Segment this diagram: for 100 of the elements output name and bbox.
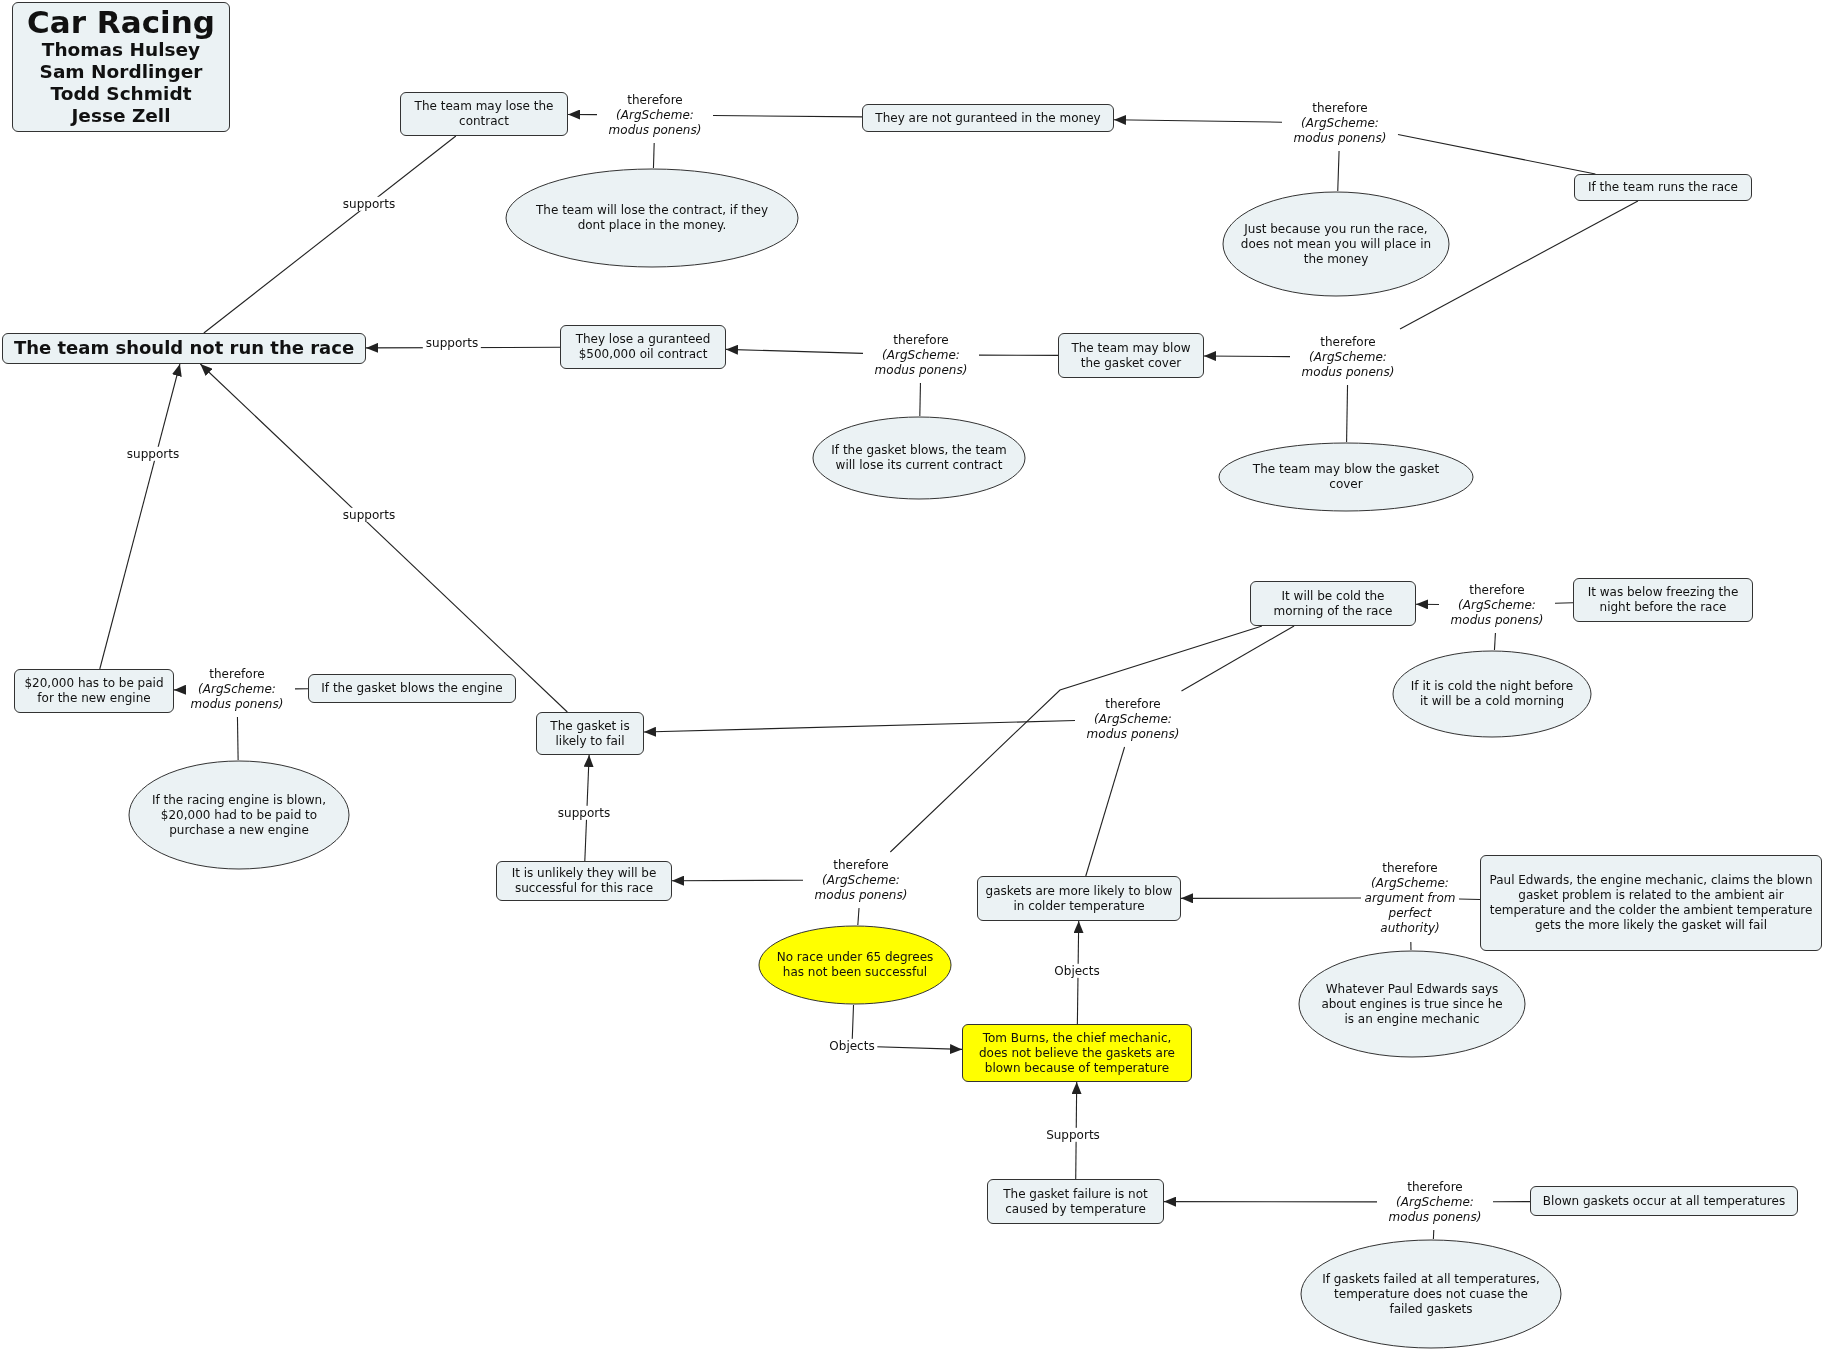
title-text: Car Racing: [27, 6, 215, 39]
claim-box: [1250, 581, 1416, 626]
connector-line: [1410, 941, 1412, 951]
scheme-text: (ArgScheme: modus ponens): [1449, 597, 1545, 628]
connector-line: [1085, 746, 1126, 877]
node-text: The gasket is likely to fail: [549, 718, 631, 749]
node-text: The gasket failure is not caused by temperature: [1002, 1186, 1149, 1217]
scheme-text: (ArgScheme: modus ponens): [813, 872, 909, 903]
connector-line: [1397, 134, 1596, 175]
scheme-text: (ArgScheme: modus ponens): [607, 107, 703, 138]
inference-text: therefore: [833, 857, 889, 873]
node-text: If gaskets failed at all temperatures, temperature does not cuase the failed gaskets: [1321, 1271, 1541, 1317]
node-text: If it is cold the night before it will be a cold morning: [1409, 679, 1575, 709]
node-text: $20,000 has to be paid for the new engine: [23, 676, 165, 706]
premise-ellipse: [812, 416, 1026, 500]
connector-line: [1493, 632, 1496, 651]
node-text: Paul Edwards, the engine mechanic, claims the blown gasket problem is related to the ambient air temperature and the colder the ambient temperature gets the more likely the gasket will fail: [1488, 873, 1814, 933]
inference-text: therefore: [893, 332, 949, 348]
claim-box: [1480, 855, 1822, 951]
premise-ellipse: [1218, 442, 1474, 512]
premise-ellipse: [1298, 950, 1526, 1058]
inference-text: therefore: [1320, 334, 1376, 350]
premise-ellipse: [758, 925, 952, 1005]
inference-text: therefore: [1312, 100, 1368, 116]
node-text: It will be cold the morning of the race: [1272, 588, 1394, 619]
node-text: If the gasket blows the engine: [321, 681, 503, 696]
inference-text: therefore: [209, 666, 265, 682]
arrow: [1163, 1196, 1378, 1207]
connector-line: [919, 382, 921, 417]
inference-text: therefore: [1407, 1179, 1463, 1195]
edge-label: Objects: [1051, 963, 1103, 979]
node-text: Blown gaskets occur at all temperatures: [1542, 1193, 1786, 1209]
connector-line: [889, 625, 1263, 853]
node-text: It was below freezing the night before the race: [1586, 585, 1740, 615]
claim-box: [308, 674, 516, 703]
arrow: [671, 875, 804, 886]
arrow: [99, 363, 182, 670]
node-text: The team should not run the race: [13, 337, 355, 360]
claim-box: [987, 1179, 1164, 1224]
claim-box: [496, 861, 672, 901]
scheme-text: (ArgScheme: modus ponens): [1300, 349, 1396, 380]
claim-box: [536, 712, 644, 755]
connector-line: [857, 907, 860, 926]
scheme-text: (ArgScheme: modus ponens): [1085, 711, 1181, 742]
claim-box: [400, 92, 568, 136]
scheme-text: (ArgScheme: modus ponens): [873, 347, 969, 378]
connector-line: [1554, 602, 1574, 604]
connector-line: [1337, 150, 1340, 192]
node-text: It is unlikely they will be successful for this race: [510, 866, 658, 896]
node-text: The team may blow the gasket cover: [1251, 462, 1441, 492]
arrow: [567, 109, 598, 120]
premise-ellipse: [505, 168, 799, 268]
premise-ellipse: [1300, 1239, 1562, 1349]
arrow: [199, 363, 568, 713]
scheme-text: (ArgScheme: modus ponens): [1292, 115, 1388, 146]
scheme-text: (ArgScheme: modus ponens): [189, 681, 285, 712]
connector-line: [1432, 1229, 1435, 1240]
arrow: [173, 684, 187, 695]
node-text: If the team runs the race: [1588, 180, 1738, 195]
claim-box: [1574, 174, 1752, 201]
arrow: [1113, 114, 1283, 125]
claim-box: [977, 876, 1181, 921]
claim-box: [962, 1024, 1192, 1082]
node-text: They lose a guranteed $500,000 oil contract: [574, 332, 712, 362]
connector-line: [1458, 898, 1481, 900]
premise-ellipse: [128, 760, 350, 870]
connector-line: [712, 114, 863, 118]
node-text: Tom Burns, the chief mechanic, does not believe the gaskets are blown because of temperature: [977, 1030, 1176, 1076]
scheme-text: (ArgScheme: argument from perfect authority): [1364, 875, 1456, 936]
node-text: Whatever Paul Edwards says about engines is true since he is an engine mechanic: [1320, 981, 1504, 1027]
node-text: Just because you run the race, does not mean you will place in the money: [1239, 221, 1433, 267]
inference-text: therefore: [1469, 582, 1525, 598]
arrow: [1415, 599, 1440, 610]
arrow: [1203, 351, 1291, 362]
claim-box: [14, 669, 174, 713]
node-text: If the racing engine is blown, $20,000 had to be paid to purchase a new engine: [151, 792, 327, 838]
author-name: Todd Schmidt: [50, 83, 192, 106]
claim-box: [560, 325, 726, 369]
connector-line: [1399, 200, 1639, 330]
arrow: [643, 720, 1076, 737]
connector-line: [652, 142, 655, 169]
scheme-text: (ArgScheme: modus ponens): [1387, 1194, 1483, 1225]
connector-line: [236, 716, 239, 761]
premise-ellipse: [1222, 191, 1450, 297]
arrow: [1180, 893, 1362, 904]
author-name: Thomas Hulsey: [41, 38, 201, 62]
inference-text: therefore: [1382, 860, 1438, 876]
claim-box: [1573, 578, 1753, 622]
connector-line: [294, 688, 309, 690]
claim-box: [1530, 1186, 1798, 1216]
edge-label: supports: [422, 335, 482, 351]
connector-line: [978, 354, 1059, 356]
connector-line: [1492, 1201, 1531, 1203]
node-text: They are not guranteed in the money: [875, 110, 1101, 126]
node-text: The team will lose the contract, if they dont place in the money.: [535, 203, 769, 233]
title-box: [12, 2, 230, 132]
node-text: If the gasket blows, the team will lose its current contract: [830, 443, 1008, 473]
claim-box: [862, 104, 1114, 132]
edge-label: Objects: [826, 1038, 878, 1054]
connector-line: [1180, 625, 1295, 692]
